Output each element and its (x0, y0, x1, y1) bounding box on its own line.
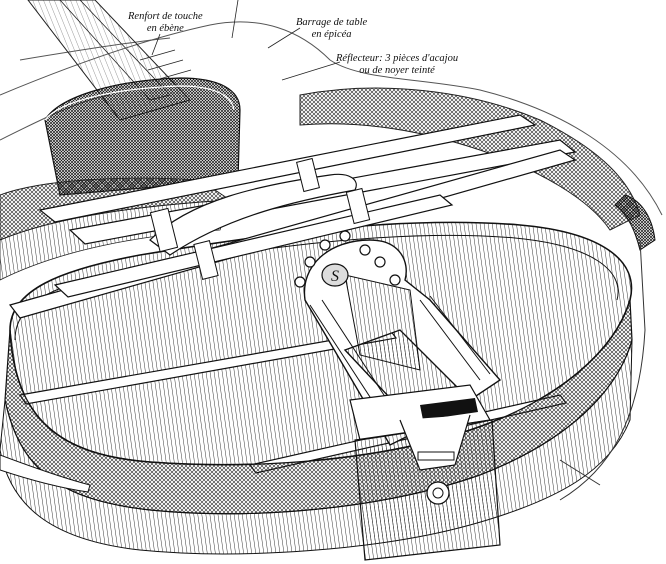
tail-block (349, 384, 501, 561)
label-fingerboard-line1: Renfort de touche (128, 11, 203, 22)
label-reflector-line2: ou de noyer teinté (359, 65, 435, 76)
right-edge (559, 239, 646, 501)
tailpiece (294, 230, 502, 446)
label-fingerboard-line2: en ébène (146, 23, 184, 34)
tailpiece-monogram: S (331, 268, 339, 285)
label-bracing: Barrage de table en épicéa (296, 17, 367, 41)
label-bracing-line2: en épicéa (311, 29, 352, 40)
bridge-block (149, 157, 371, 281)
label-fingerboard-reinforcement: Renfort de touche en ébène (128, 11, 203, 35)
annotation-leaders (151, 0, 341, 81)
upper-bout (299, 87, 656, 251)
reflector (44, 77, 241, 196)
label-reflector: Réflecteur: 3 pièces d'acajou ou de noye… (336, 53, 458, 77)
label-reflector-line1: Réflecteur: 3 pièces d'acajou (336, 53, 459, 64)
label-bracing-line1: Barrage de table (296, 17, 368, 28)
